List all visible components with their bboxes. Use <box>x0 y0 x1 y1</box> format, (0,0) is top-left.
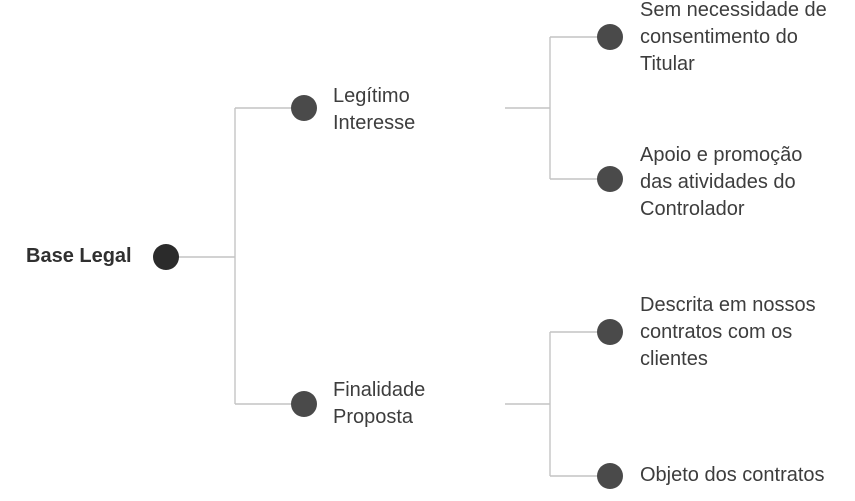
root-label: Base Legal <box>26 245 132 267</box>
branch-label-0: Legítimo Interesse <box>333 85 416 134</box>
branch-label-1: Finalidade Proposta <box>333 379 426 428</box>
leaf-label-1-0: Descrita em nossos contratos com os clie… <box>640 294 816 370</box>
leaf-label-0-1: Apoio e promoção das atividades do Contr… <box>640 144 803 220</box>
leaf-node-0-1 <box>597 166 623 192</box>
leaf-node-0-0 <box>597 24 623 50</box>
leaf-label-0-0: Sem necessidade de consentimento do Titu… <box>640 0 827 75</box>
leaf-node-1-0 <box>597 319 623 345</box>
branch-node-1 <box>291 391 317 417</box>
branch-node-0 <box>291 95 317 121</box>
root-node <box>153 244 179 270</box>
leaf-label-1-1: Objeto dos contratos <box>640 464 825 486</box>
leaf-node-1-1 <box>597 463 623 489</box>
